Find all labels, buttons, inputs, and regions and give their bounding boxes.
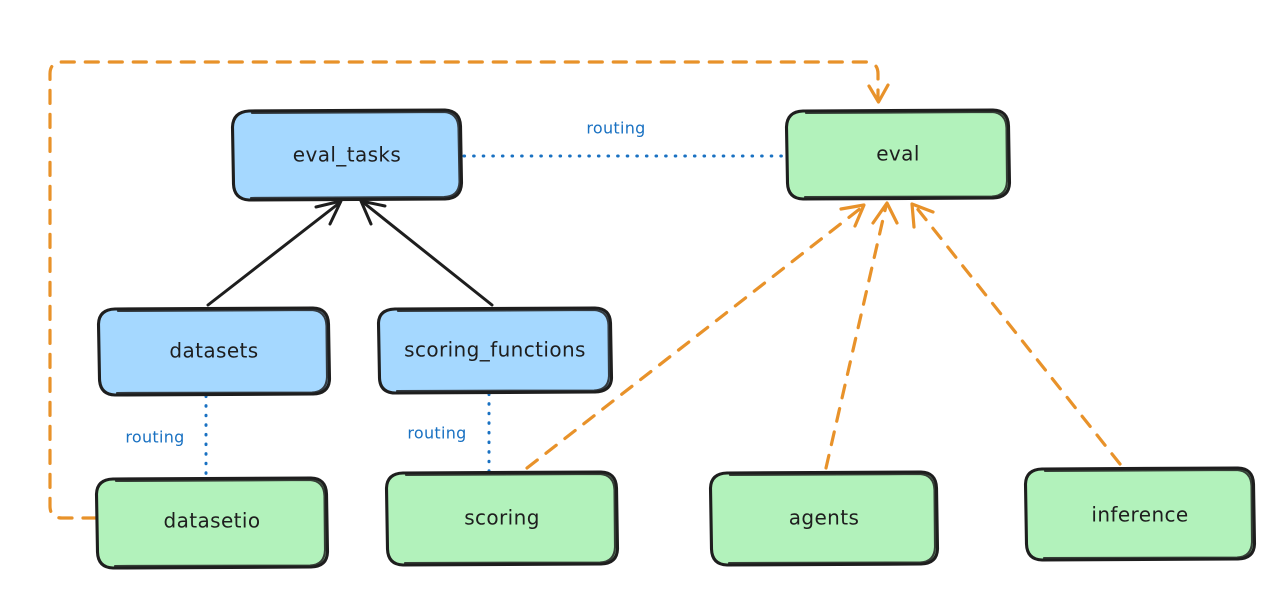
- edge-datasetio-eval[interactable]: [48, 60, 890, 520]
- node-label-eval: eval: [876, 142, 920, 166]
- node-label-datasetio: datasetio: [163, 509, 260, 533]
- edge-scoringfn-eval_tasks[interactable]: [359, 199, 494, 307]
- edge-scoring-eval[interactable]: [525, 203, 866, 470]
- node-datasetio[interactable]: datasetio: [94, 476, 330, 570]
- node-scoring_functions[interactable]: scoring_functions: [376, 306, 614, 395]
- edge-datasets-eval_tasks[interactable]: [206, 199, 343, 307]
- edge-agents-eval[interactable]: [824, 201, 899, 470]
- node-label-agents: agents: [789, 506, 860, 530]
- node-eval_tasks[interactable]: eval_tasks: [230, 108, 464, 202]
- node-label-scoring: scoring: [464, 506, 540, 530]
- edge-labels-layer: routing routing routing: [125, 119, 645, 447]
- node-scoring[interactable]: scoring: [384, 470, 620, 567]
- edge-label-routing-left: routing: [125, 428, 184, 447]
- node-label-datasets: datasets: [169, 339, 258, 363]
- node-label-eval_tasks: eval_tasks: [293, 143, 401, 167]
- node-label-scoring_functions: scoring_functions: [404, 338, 586, 362]
- edge-label-routing-top: routing: [586, 119, 645, 138]
- node-eval[interactable]: eval: [784, 108, 1012, 201]
- edges-layer: [48, 60, 1122, 520]
- node-datasets[interactable]: datasets: [96, 306, 332, 397]
- node-agents[interactable]: agents: [708, 470, 940, 567]
- node-inference[interactable]: inference: [1023, 466, 1257, 562]
- edge-inference-eval[interactable]: [910, 202, 1122, 466]
- node-label-inference: inference: [1091, 503, 1188, 527]
- edge-label-routing-middle: routing: [407, 424, 466, 443]
